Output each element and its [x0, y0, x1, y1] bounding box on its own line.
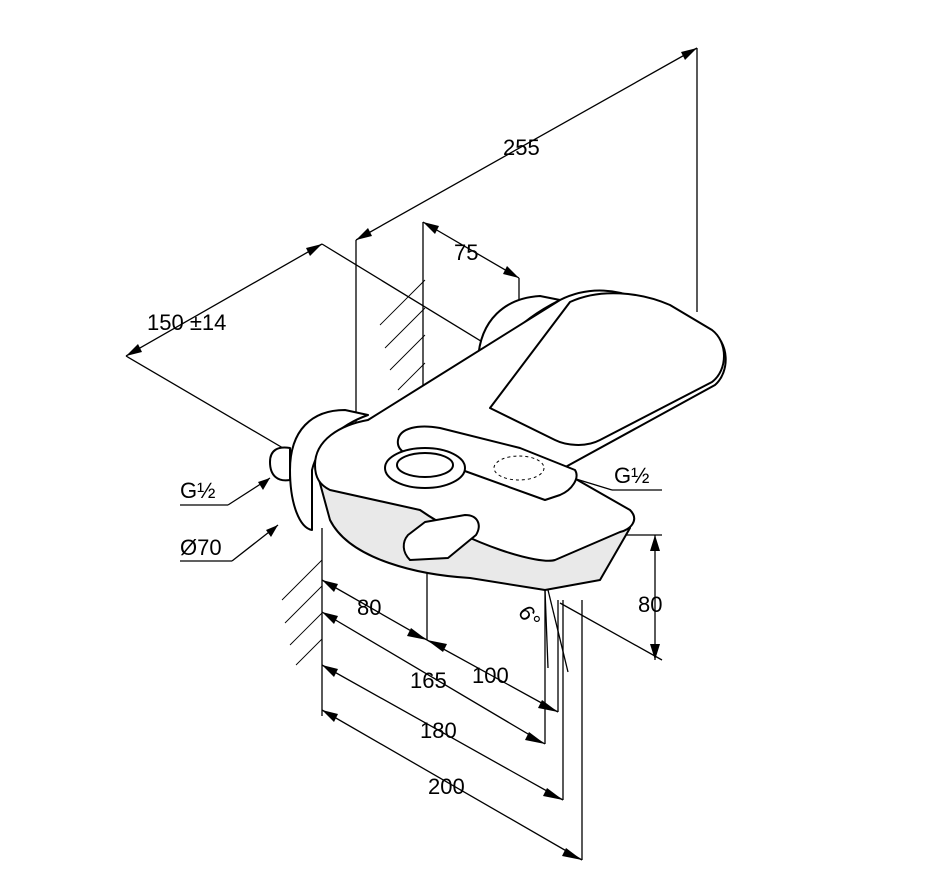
lever-handle	[396, 425, 578, 501]
label-75: 75	[454, 240, 478, 265]
wall-hatching	[281, 279, 426, 666]
label-6deg: 6°	[513, 601, 546, 633]
outlet-hidden	[493, 455, 545, 481]
label-g12-left: G½	[180, 478, 215, 503]
arrowheads	[126, 48, 697, 860]
spout-plate	[489, 292, 725, 446]
label-100: 100	[472, 663, 509, 688]
label-150: 150 ±14	[147, 310, 226, 335]
label-g12-right: G½	[614, 463, 649, 488]
label-180: 180	[420, 718, 457, 743]
faucet-body	[269, 289, 727, 591]
label-d70: Ø70	[180, 535, 222, 560]
label-80-h: 80	[357, 595, 381, 620]
front-button	[402, 514, 480, 561]
inlet-stub	[269, 446, 291, 482]
label-200: 200	[428, 774, 465, 799]
dimension-labels: 255 75 150 ±14 G½ G½ Ø70 80 165 100 180 …	[147, 135, 662, 799]
label-80-v: 80	[638, 592, 662, 617]
diverter-knob-inner	[396, 452, 454, 478]
label-165: 165	[410, 668, 447, 693]
label-255: 255	[503, 135, 540, 160]
